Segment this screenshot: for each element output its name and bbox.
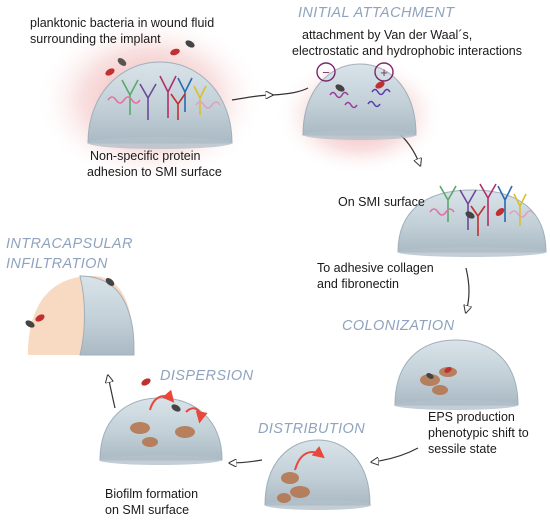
caption-protein-2: adhesion to SMI surface bbox=[87, 165, 222, 179]
cycle-arrow-5 bbox=[230, 460, 263, 463]
cycle-arrow-3 bbox=[466, 267, 469, 312]
caption-smi-surface: On SMI surface bbox=[338, 195, 425, 209]
caption-biofilm-2: on SMI surface bbox=[105, 503, 190, 517]
implant-dome-5 bbox=[264, 439, 371, 510]
plus-symbol: + bbox=[380, 65, 388, 80]
caption-eps-2: phenotypic shift to bbox=[428, 426, 529, 440]
caption-collagen-1: To adhesive collagen bbox=[317, 261, 434, 275]
minus-symbol: − bbox=[322, 65, 330, 80]
caption-protein-1: Non-specific protein bbox=[90, 149, 201, 163]
stage-title-intracapsular-1: INTRACAPSULAR bbox=[6, 236, 133, 252]
dispersion-arrow-right bbox=[185, 407, 208, 424]
stage-title-distribution: DISTRIBUTION bbox=[258, 421, 366, 437]
dispersion-arrow-left bbox=[149, 389, 175, 411]
implant-dome-6 bbox=[99, 378, 223, 465]
negative-charge-circle bbox=[316, 62, 336, 82]
cycle-arrow-6 bbox=[108, 376, 116, 409]
caption-attach-2: electrostatic and hydrophobic interactio… bbox=[292, 44, 522, 58]
caption-biofilm-1: Biofilm formation bbox=[105, 487, 199, 501]
implant-dome-1 bbox=[87, 40, 233, 149]
caption-planktonic-2: surrounding the implant bbox=[30, 32, 161, 46]
caption-collagen-2: and fibronectin bbox=[317, 277, 400, 291]
caption-attach-1: attachment by Van der Waal´s, bbox=[302, 28, 473, 42]
cycle-arrow-1b bbox=[271, 87, 309, 96]
caption-eps-1: EPS production bbox=[428, 410, 515, 424]
cycle-arrow-4 bbox=[372, 447, 419, 462]
stage-title-dispersion: DISPERSION bbox=[160, 368, 254, 384]
stage-title-colonization: COLONIZATION bbox=[342, 318, 455, 334]
implant-dome-2 bbox=[302, 62, 417, 140]
positive-charge-circle bbox=[374, 62, 394, 82]
implant-dome-4 bbox=[394, 339, 519, 410]
caption-planktonic-1: planktonic bacteria in wound fluid bbox=[30, 16, 215, 30]
cycle-arrow-1 bbox=[231, 95, 272, 101]
stage-title-initial-attachment: INITIAL ATTACHMENT bbox=[298, 5, 455, 21]
stage-title-intracapsular-2: INFILTRATION bbox=[6, 256, 108, 272]
capsule-infiltration bbox=[25, 275, 135, 356]
caption-eps-3: sessile state bbox=[428, 442, 497, 456]
implant-dome-3 bbox=[397, 183, 547, 257]
